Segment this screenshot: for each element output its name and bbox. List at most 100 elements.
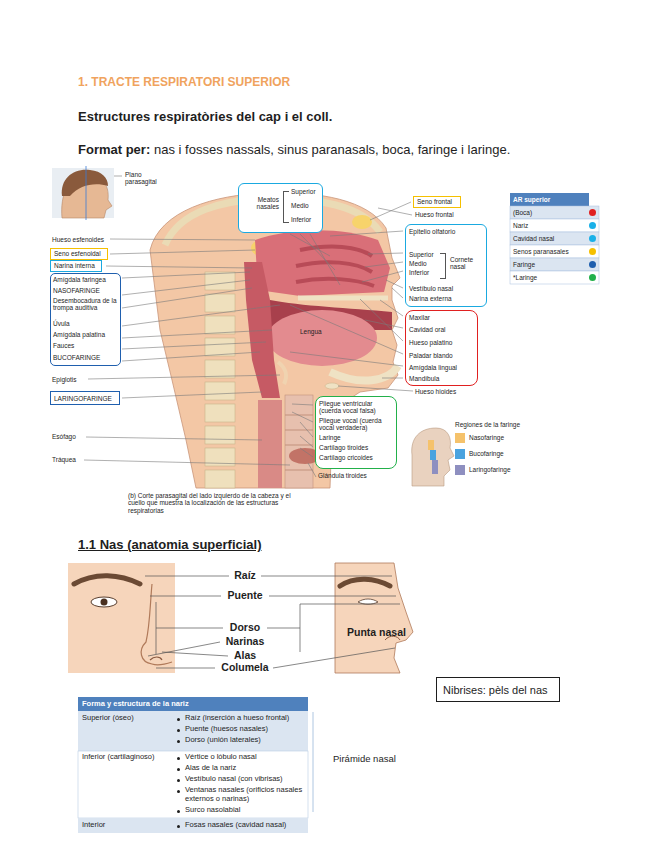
line-shape [362,271,403,282]
rect-shape [510,206,599,219]
box-text: Narina externa [409,295,452,302]
line-shape [285,430,313,431]
rect-shape [205,360,235,378]
part-label: Ventanas nasales (orificios nasales exte… [185,786,305,803]
part-label: Puente (huesos nasales) [185,725,268,734]
part-label: AR superior [513,196,550,203]
path-shape [300,247,372,256]
rect-shape [205,316,235,334]
part-label: Raíz (inserción a hueso frontal) [185,714,289,723]
part-label: Format per: [78,143,150,158]
label-box: MaxilarCavidad oralHueso palatinoPaladar… [405,310,478,386]
box-text: Superior [409,251,434,258]
line-shape [122,288,252,308]
part-label: Dorso (unión laterales) [185,736,261,745]
line-shape [380,300,403,316]
part-label: Vestíbulo nasal (con vibrisas) [185,775,283,784]
path-shape [150,193,400,488]
rect-shape [205,382,235,400]
pharynx-inset [412,428,454,486]
nose-profile [335,563,413,673]
ellipse-shape [325,383,339,389]
line-shape [386,280,403,288]
line-shape [382,378,403,379]
line-shape [290,305,403,354]
rect-shape [78,751,308,818]
part-label: Surco nasolabial [185,806,240,815]
box-text: Inferior [291,216,311,223]
line-shape [330,231,403,236]
path-shape [150,657,162,660]
ellipse-shape [352,215,372,229]
path-shape [62,170,108,196]
part-label: Hueso esfenoides [52,236,104,243]
line-shape [285,470,313,471]
line-shape [267,628,300,629]
box-text: LARINGOFARINGE [54,395,112,402]
rect-shape [78,697,308,711]
box-text: Paladar blando [409,352,453,359]
part-label: Pirámide nasal [333,754,396,765]
bracket [440,253,446,279]
path-shape [68,563,175,673]
leader-lines [84,202,413,477]
bullet-dot [177,740,180,743]
bullet-dot [177,825,180,828]
rect-shape [78,711,308,751]
part-label: Epiglotis [52,376,77,383]
part-label: Alas de la nariz [185,764,236,773]
part-label: Interior [82,821,105,830]
box-text: Cartílago cricoides [319,454,373,461]
line-shape [122,272,250,278]
box-text: Inferior [409,269,429,276]
rect-shape [205,404,235,422]
line-shape [110,250,255,254]
path-shape [244,262,280,398]
line-shape [110,239,255,240]
legend-text: Faringe [513,261,535,268]
box-text: Amígdala faringea [53,276,106,283]
plane-photo [52,166,122,220]
line-shape [310,234,340,285]
path-shape [340,579,390,586]
g-shape [205,272,235,488]
box-text: Pliegue vocal (cuerda vocal verdadera) [319,417,393,432]
line-shape [298,296,388,301]
legend-swatch [455,433,465,443]
label-box: Seno frontal [413,196,461,208]
label-box: LARINGOFARINGE [50,391,120,405]
line-shape [86,437,262,440]
line-shape [365,320,403,328]
bullet-dot [177,729,180,732]
label-box: Amígdala faringeaNASOFARINGEDesembocadur… [50,273,121,366]
line-shape [300,448,313,457]
nose-leader-lines [145,576,400,668]
line-shape [122,280,250,295]
part-label: Plano parasagital [125,171,170,186]
legend-text: Nariz [513,222,528,229]
legend-swatch [589,248,596,255]
rect-shape [510,271,599,284]
part-label: Hueso hioides [415,388,456,395]
line-shape [88,375,280,379]
line-shape [148,642,220,656]
rect-shape [205,470,235,488]
box-text: Narina interna [54,262,95,269]
part-label: Narinas [226,635,265,647]
legend-swatch [455,449,465,459]
legend-swatch [589,261,596,268]
part-label: Regiones de la faringe [455,421,520,428]
box-text: Mandíbula [409,375,439,382]
bracket [283,191,289,223]
part-label: Tráquea [52,456,76,463]
rect-shape [52,168,114,218]
legend-swatch [589,274,596,281]
line-shape [122,330,272,338]
box-text: Cornete nasal [450,256,480,271]
legend-swatch [455,465,465,475]
line-shape [300,604,301,652]
line-shape [290,352,403,366]
line-shape [122,305,280,326]
line-shape [360,299,403,341]
part-label: Esófago [52,433,76,440]
